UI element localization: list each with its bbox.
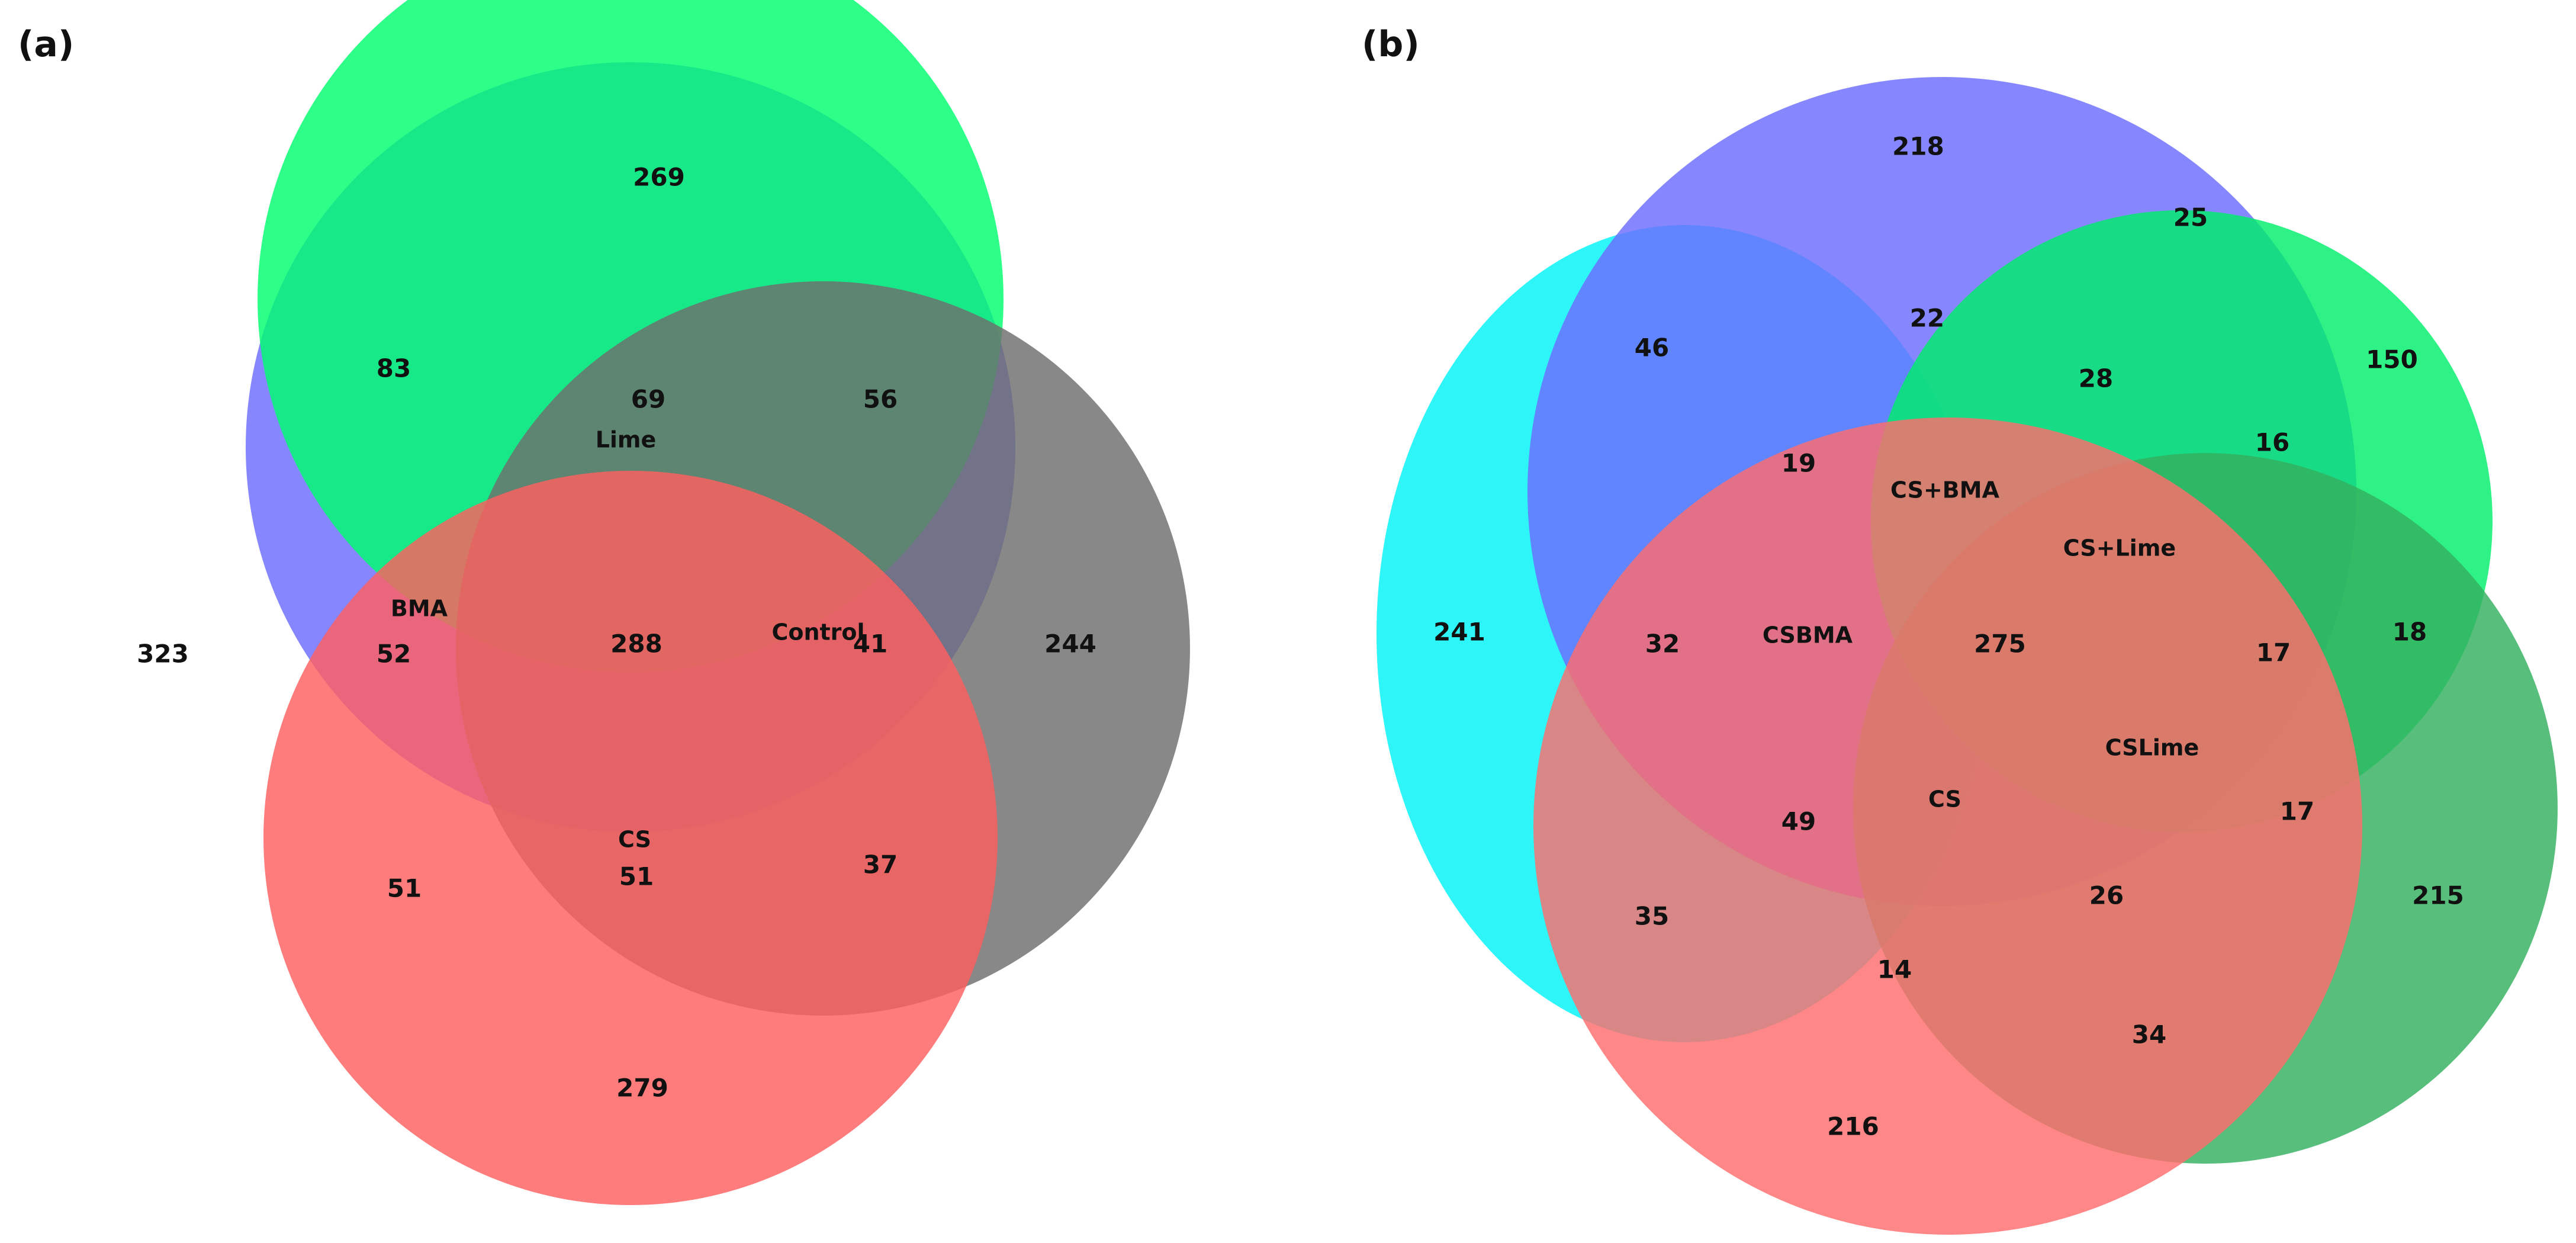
region-value: 22	[1910, 304, 1944, 333]
region-value: 241	[1433, 618, 1485, 647]
region-value: 215	[2412, 881, 2464, 910]
region-value: 32	[1645, 629, 1680, 659]
set-label-cs-bma: CS+BMA	[1890, 477, 2000, 503]
region-value: 51	[619, 862, 654, 891]
set-label-bma: BMA	[391, 596, 448, 622]
region-value: 275	[1974, 629, 2026, 659]
region-value: 49	[1781, 807, 1816, 836]
region-value: 83	[377, 354, 411, 383]
venn-panel-b: (b) 218 25 22 46 150 28 16 19 241 32 275…	[1362, 24, 2558, 1235]
region-value: 25	[2173, 203, 2208, 232]
region-value: 34	[2132, 1020, 2166, 1049]
set-label-cs: CS	[618, 827, 651, 853]
set-circle-cs	[263, 471, 998, 1205]
set-label-control: Control	[771, 619, 864, 645]
region-value: 269	[633, 163, 685, 192]
region-value: 323	[137, 640, 189, 669]
region-value: 69	[631, 385, 665, 414]
region-value: 37	[863, 850, 898, 879]
region-value: 46	[1635, 333, 1669, 362]
region-value: 18	[2392, 618, 2427, 647]
region-value: 19	[1781, 449, 1816, 478]
region-value: 14	[1877, 955, 1912, 984]
region-value: 218	[1892, 132, 1944, 161]
region-value: 52	[377, 640, 411, 669]
region-value: 28	[2079, 364, 2113, 393]
region-value: 17	[2256, 638, 2291, 667]
set-ellipse-cs	[1533, 417, 2362, 1235]
region-value: 51	[387, 874, 422, 903]
set-label-cs-lime: CS+Lime	[2063, 535, 2176, 561]
region-value: 279	[616, 1074, 668, 1103]
region-value: 288	[610, 629, 663, 659]
venn-panel-a: (a) 269 83 69 56 323 52 288 41 244 51 51…	[18, 0, 1190, 1205]
set-label-lime: Lime	[596, 427, 657, 453]
region-value: 56	[863, 385, 898, 414]
set-label-csbma: CSBMA	[1763, 622, 1853, 648]
region-value: 244	[1044, 629, 1096, 659]
region-value: 216	[1827, 1112, 1879, 1141]
region-value: 17	[2280, 797, 2314, 826]
region-value: 16	[2255, 428, 2289, 457]
panel-b-label: (b)	[1362, 24, 1420, 65]
region-value: 150	[2366, 345, 2418, 374]
region-value: 41	[853, 629, 887, 659]
set-label-cslime: CSLime	[2105, 735, 2199, 761]
set-label-cs: CS	[1928, 786, 1961, 812]
region-value: 35	[1635, 902, 1669, 931]
region-value: 26	[2089, 881, 2124, 910]
panel-a-label: (a)	[18, 24, 74, 65]
